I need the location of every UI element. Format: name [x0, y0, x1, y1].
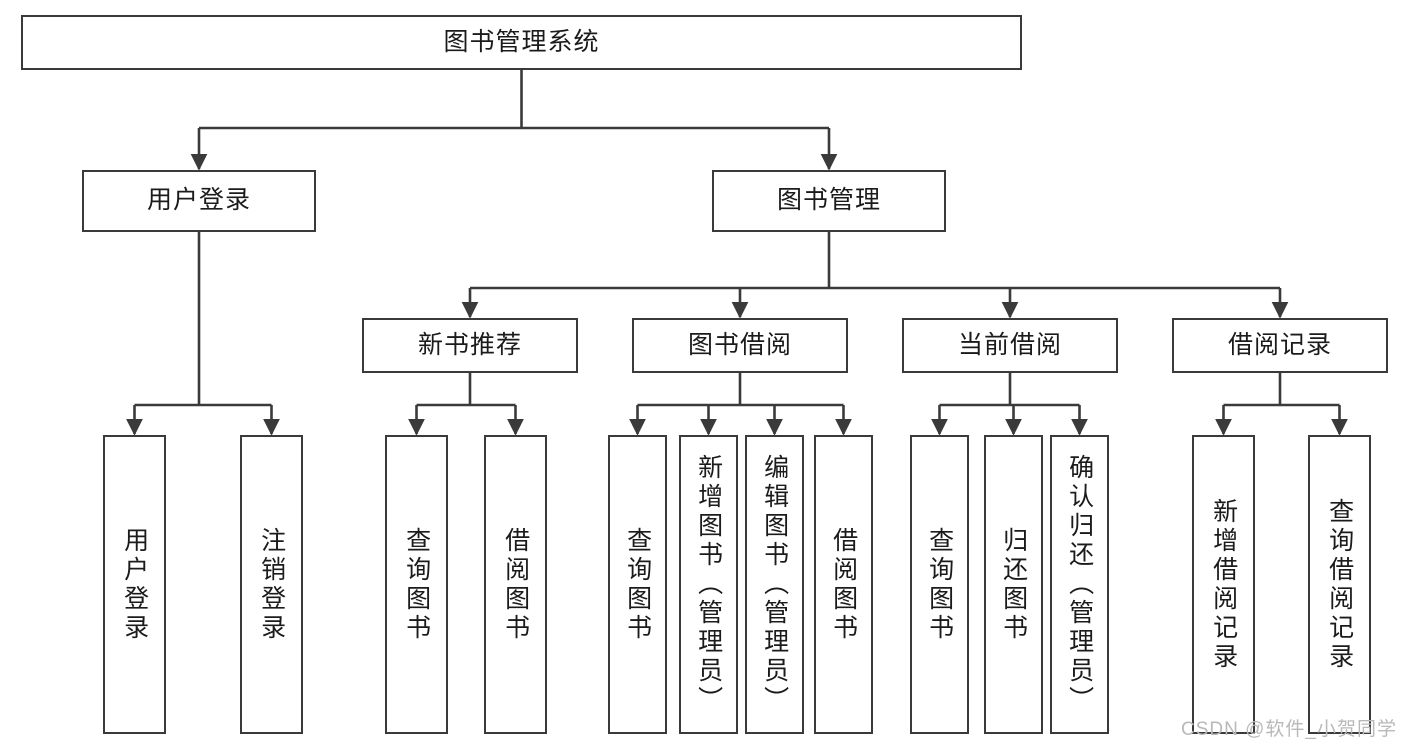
watermark: CSDN @软件_小贺同学 — [1181, 719, 1397, 740]
node-label: 用户登录 — [146, 186, 251, 215]
node-label: 归还图书 — [999, 526, 1028, 643]
node-new-book-recommend[interactable]: 新书推荐 — [362, 318, 578, 373]
node-label: 查询图书 — [402, 526, 431, 643]
node-label: 编辑图书（管理员） — [760, 454, 789, 715]
node-leaf-user-login[interactable]: 用户登录 — [103, 435, 166, 734]
node-leaf-query-book-1[interactable]: 查询图书 — [385, 435, 448, 734]
node-book-borrow[interactable]: 图书借阅 — [632, 318, 848, 373]
node-label: 图书管理 — [776, 186, 881, 215]
node-label: 图书借阅 — [687, 330, 792, 359]
node-leaf-query-book-2[interactable]: 查询图书 — [608, 435, 667, 734]
node-leaf-borrow-book-1[interactable]: 借阅图书 — [484, 435, 547, 734]
node-label: 注销登录 — [257, 526, 286, 643]
node-leaf-logout[interactable]: 注销登录 — [240, 435, 303, 734]
node-leaf-borrow-book-2[interactable]: 借阅图书 — [814, 435, 873, 734]
node-label: 图书管理系统 — [443, 27, 600, 56]
node-label: 查询图书 — [925, 526, 954, 643]
node-leaf-add-record[interactable]: 新增借阅记录 — [1192, 435, 1255, 734]
node-leaf-query-record[interactable]: 查询借阅记录 — [1308, 435, 1371, 734]
node-label: 当前借阅 — [957, 330, 1062, 359]
node-leaf-add-book[interactable]: 新增图书（管理员） — [679, 435, 738, 734]
node-label: 查询借阅记录 — [1325, 497, 1354, 672]
node-book-manage[interactable]: 图书管理 — [712, 170, 946, 232]
node-label: 确认归还（管理员） — [1065, 454, 1094, 715]
node-label: 新增借阅记录 — [1209, 497, 1238, 672]
node-leaf-edit-book[interactable]: 编辑图书（管理员） — [745, 435, 804, 734]
node-leaf-query-book-3[interactable]: 查询图书 — [910, 435, 969, 734]
node-label: 借阅图书 — [501, 526, 530, 643]
node-label: 新增图书（管理员） — [694, 454, 723, 715]
connector-paths — [126, 70, 1348, 436]
node-leaf-return-book[interactable]: 归还图书 — [984, 435, 1043, 734]
node-current-borrow[interactable]: 当前借阅 — [902, 318, 1118, 373]
node-label: 新书推荐 — [417, 330, 522, 359]
node-root[interactable]: 图书管理系统 — [21, 15, 1022, 70]
node-borrow-record[interactable]: 借阅记录 — [1172, 318, 1388, 373]
node-label: 借阅图书 — [829, 526, 858, 643]
node-label: 用户登录 — [120, 526, 149, 643]
node-label: 借阅记录 — [1227, 330, 1332, 359]
node-user-login[interactable]: 用户登录 — [82, 170, 316, 232]
node-leaf-confirm-return[interactable]: 确认归还（管理员） — [1050, 435, 1109, 734]
node-label: 查询图书 — [623, 526, 652, 643]
